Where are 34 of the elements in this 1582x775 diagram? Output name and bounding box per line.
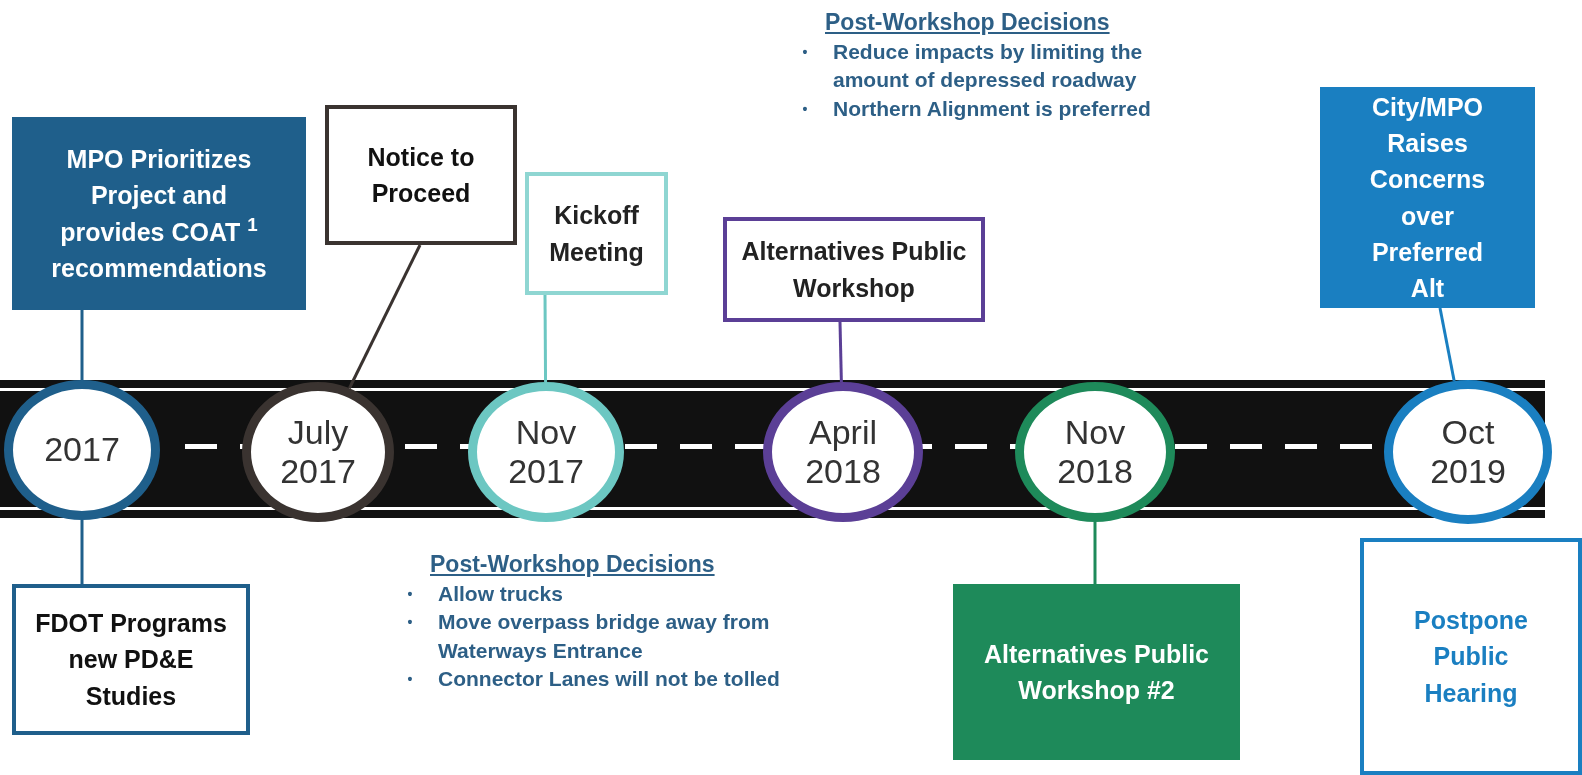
milestone-box xyxy=(525,172,668,295)
decision-text: Reduce impacts by limiting the amount of depressed roadway xyxy=(832,38,1144,94)
bullet-marker: • xyxy=(406,669,414,689)
milestone-text: Postpone Public Hearing xyxy=(1413,605,1529,709)
decision-text: Connector Lanes will not be tolled xyxy=(437,665,780,692)
milestone-box xyxy=(953,584,1240,760)
milestone-text: Kickoff Meeting xyxy=(548,200,645,268)
date-text: Nov 2017 xyxy=(507,412,585,492)
bullet-marker: • xyxy=(406,584,414,604)
milestone-text: Notice to Proceed xyxy=(366,141,476,209)
date-text: April 2018 xyxy=(804,412,882,492)
milestone-box xyxy=(1320,87,1535,308)
milestone-text: Alternatives Public Workshop #2 xyxy=(982,638,1211,706)
milestone-text: City/MPO Raises Concerns over Preferred Alt xyxy=(1368,91,1487,304)
milestone-box xyxy=(723,217,985,322)
bullet-marker: • xyxy=(406,613,414,633)
decisions-heading: Post-Workshop Decisions xyxy=(429,550,716,579)
milestone-box xyxy=(12,117,306,310)
decision-text: Northern Alignment is preferred xyxy=(832,95,1151,122)
milestone-box xyxy=(1360,538,1582,775)
milestone-text: MPO Prioritizes Project and provides COAT $^{1}$ recommendations xyxy=(50,144,268,284)
bullet-marker: • xyxy=(801,99,809,119)
milestone-text: FDOT Programs new PD&E Studies xyxy=(34,608,228,712)
date-text: Nov 2018 xyxy=(1056,412,1134,492)
date-text: 2017 xyxy=(43,430,121,470)
date-text: July 2017 xyxy=(279,412,357,492)
date-text: Oct 2019 xyxy=(1429,412,1507,492)
bullet-marker: • xyxy=(801,42,809,62)
milestone-box xyxy=(12,584,250,735)
milestone-box xyxy=(325,105,517,245)
decision-text: Allow trucks xyxy=(437,580,563,607)
decision-text: Move overpass bridge away from Waterways Entrance xyxy=(437,609,771,664)
milestone-text: Alternatives Public Workshop xyxy=(740,236,968,304)
decisions-heading: Post-Workshop Decisions xyxy=(824,8,1111,37)
